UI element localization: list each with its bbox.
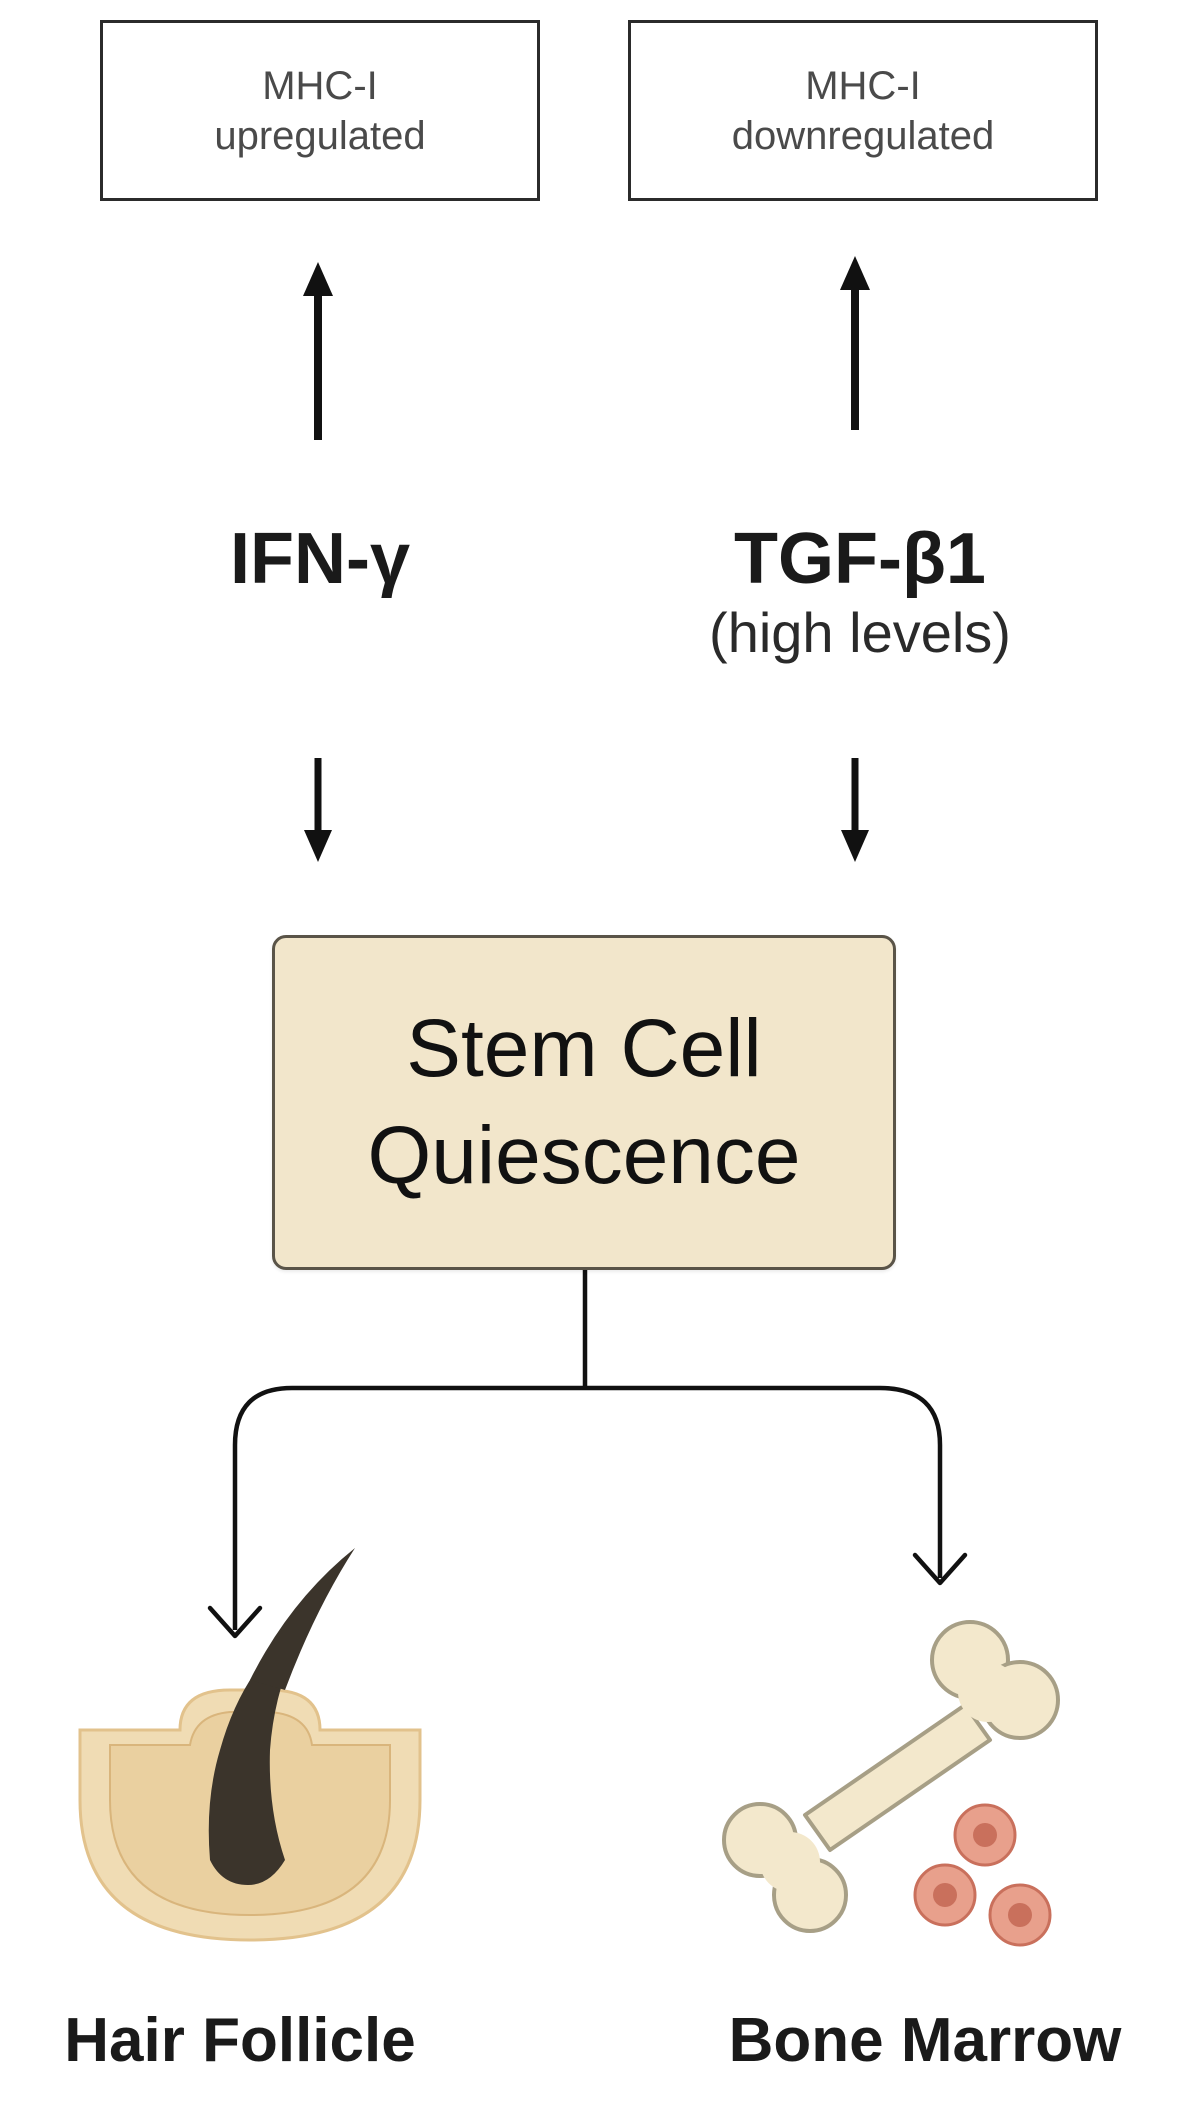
box-right-line2: downregulated <box>731 113 995 158</box>
bone-marrow-icon <box>722 1620 1060 1947</box>
signal-tgf-beta1: TGF-β1 (high levels) <box>650 519 1070 666</box>
signal-right-sub: (high levels) <box>709 601 1011 665</box>
arrow-down-left <box>304 758 332 862</box>
arrow-down-right <box>841 758 869 862</box>
marrow-cells <box>913 1803 1052 1947</box>
arrow-up-right <box>840 256 870 430</box>
branch-connector <box>232 1270 943 1630</box>
signal-right-name: TGF-β1 <box>734 519 986 599</box>
arrow-up-left <box>303 262 333 440</box>
box-left-line1: MHC-I <box>262 63 378 108</box>
center-line2: Quiescence <box>367 1109 801 1201</box>
hair-follicle-label: Hair Follicle <box>64 2006 416 2075</box>
hair-follicle-icon <box>78 1548 422 1942</box>
center-line1: Stem Cell <box>406 1002 762 1094</box>
mhc-upregulated-box: MHC-I upregulated <box>100 20 540 201</box>
branch-arrowheads <box>207 1552 968 1639</box>
signal-left-name: IFN-γ <box>230 519 410 599</box>
mhc-downregulated-box: MHC-I downregulated <box>628 20 1098 201</box>
bone-marrow-label: Bone Marrow <box>728 2006 1122 2075</box>
stem-cell-quiescence-box: Stem Cell Quiescence <box>272 935 896 1270</box>
box-right-line1: MHC-I <box>805 63 921 108</box>
signal-ifn-gamma: IFN-γ <box>180 519 460 599</box>
box-left-line2: upregulated <box>214 113 426 158</box>
